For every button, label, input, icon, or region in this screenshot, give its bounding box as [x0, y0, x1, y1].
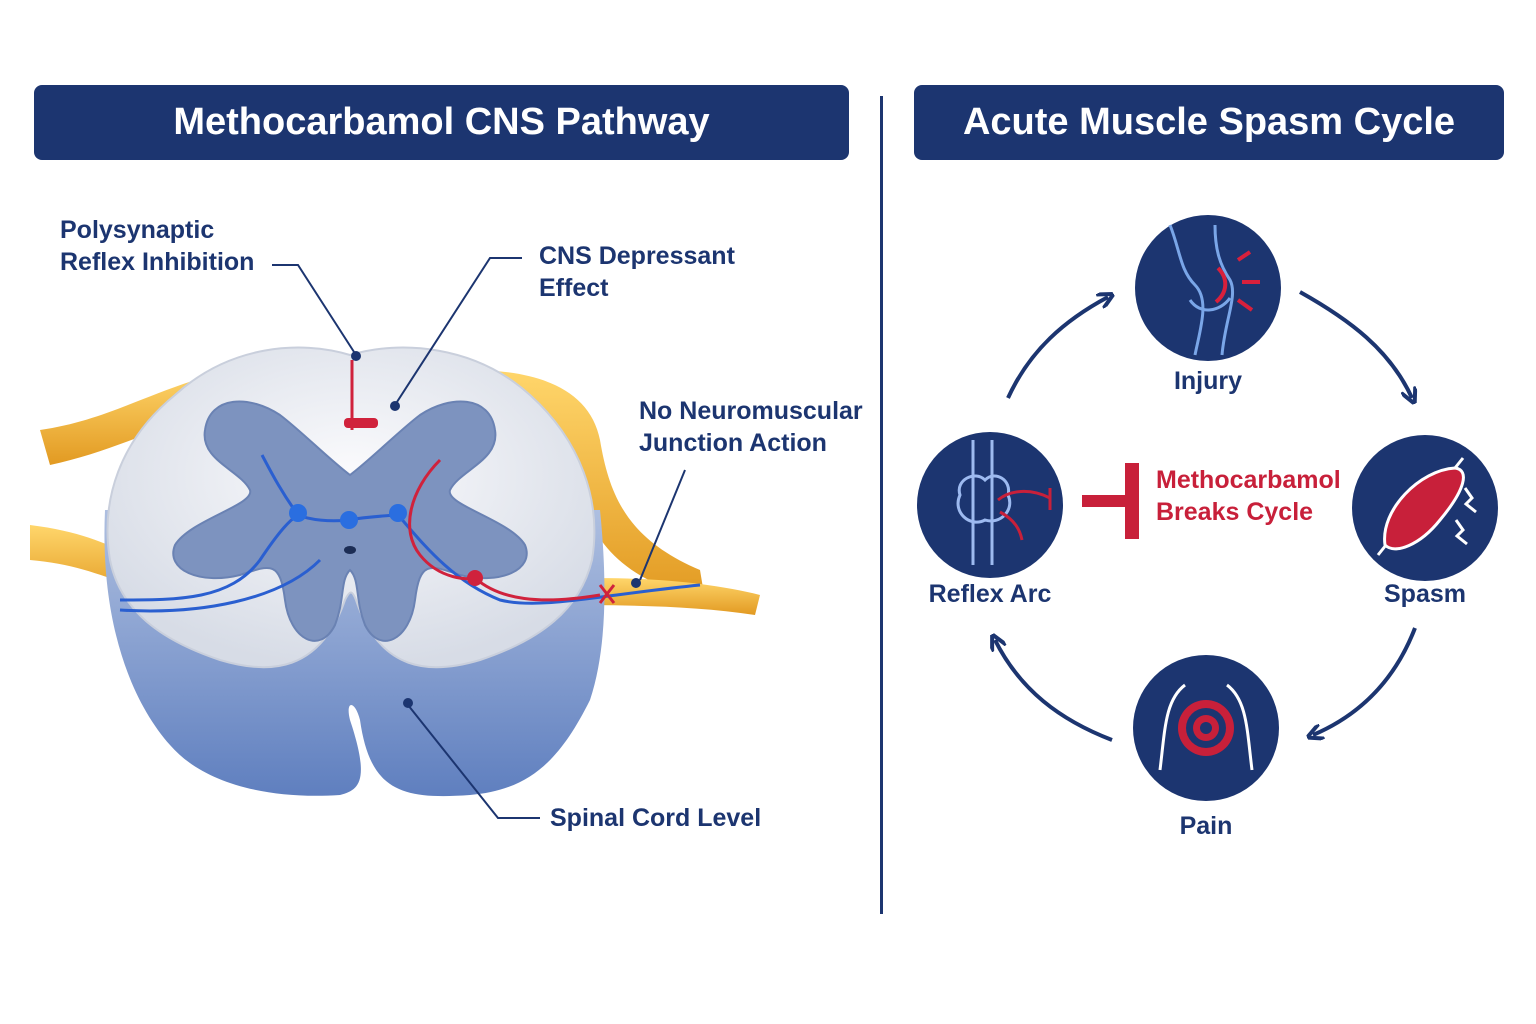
inhibition-symbol: [1082, 463, 1139, 539]
central-canal: [344, 546, 356, 554]
spasm-node: [1352, 435, 1498, 581]
right-panel-title: Acute Muscle Spasm Cycle: [914, 85, 1504, 160]
label-spinal-cord-level: Spinal Cord Level: [550, 804, 762, 832]
label-pain: Pain: [1179, 812, 1233, 840]
back-pain-icon: [1158, 683, 1254, 771]
interneuron-node: [389, 504, 407, 522]
interneuron-node: [340, 511, 358, 529]
left-panel-title: Methocarbamol CNS Pathway: [34, 85, 849, 160]
label-reflex-arc: Reflex Arc: [928, 580, 1052, 608]
inhibition-bar-icon: [344, 418, 378, 428]
blocked-x-icon: [598, 584, 616, 604]
label-injury: Injury: [1173, 367, 1243, 395]
muscle-icon: [1376, 457, 1465, 556]
label-cns-depressant: CNS Depressant Effect: [539, 242, 735, 302]
reflex-arc-node: [917, 432, 1063, 578]
motor-neuron-node: [467, 570, 483, 586]
label-no-nmj: No Neuromuscular Junction Action: [639, 397, 863, 457]
reflex-arc-icon: [956, 440, 1012, 565]
spinal-cord-illustration: [30, 257, 760, 819]
pain-node: [1133, 655, 1279, 801]
leader-lines: [272, 257, 686, 819]
interneuron-node: [289, 504, 307, 522]
label-intervention: Methocarbamol Breaks Cycle: [1156, 466, 1341, 526]
label-polysynaptic: Polysynaptic Reflex Inhibition: [60, 216, 255, 276]
inhibitory-pathway: [119, 454, 701, 613]
knee-joint-icon: [1168, 224, 1235, 356]
panel-divider: [880, 96, 883, 914]
label-spasm: Spasm: [1384, 580, 1466, 608]
injury-node: [1135, 215, 1281, 361]
